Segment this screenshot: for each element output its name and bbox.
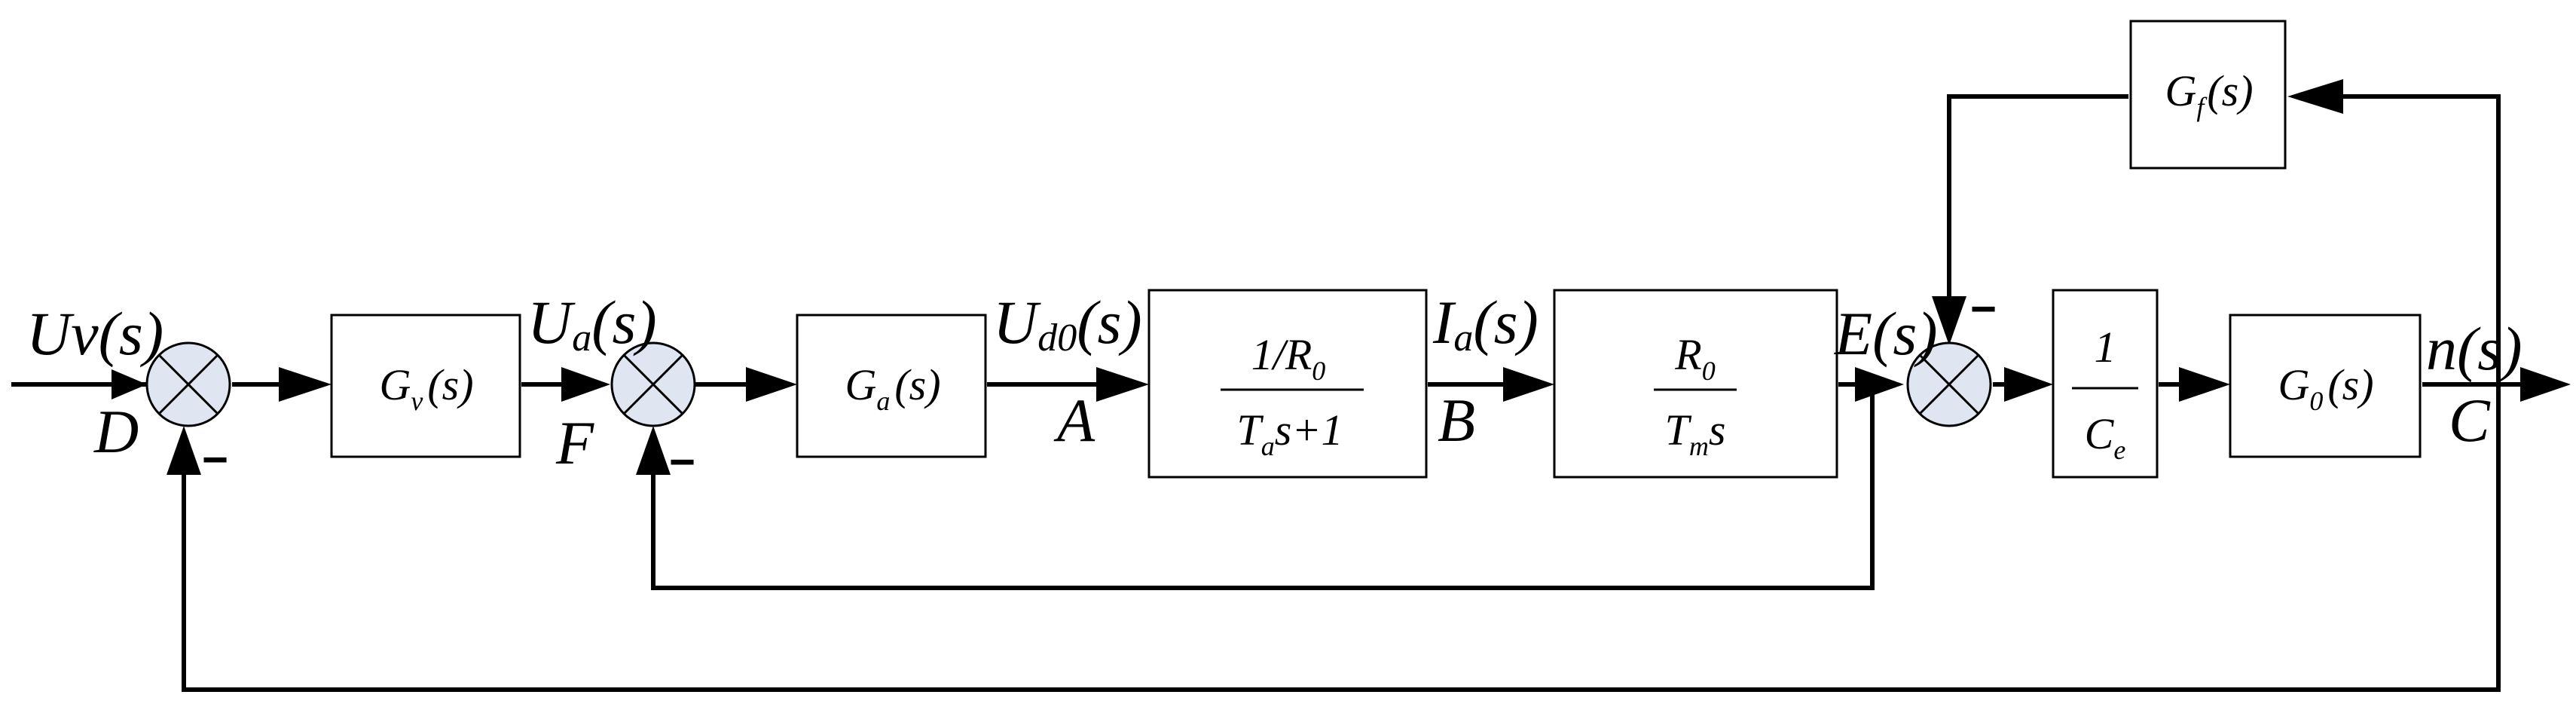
arrow-feedback-into-f <box>636 426 671 475</box>
arrow-into-motor <box>1503 367 1554 402</box>
block-g0: G0(s) <box>2229 314 2422 458</box>
signal-lines <box>11 94 2528 692</box>
signal-label-ia: Ia(s) <box>1432 288 1539 360</box>
gf-output-line <box>1947 94 2128 300</box>
arrow-output <box>2520 367 2571 402</box>
block-gf-label: Gf(s) <box>2165 66 2253 122</box>
node-label-f: F <box>555 409 594 477</box>
node-label-d: D <box>93 397 139 466</box>
block-ga: Ga(s) <box>796 314 987 458</box>
arrow-into-e <box>1855 367 1904 402</box>
arrow-into-gv <box>279 367 332 402</box>
signal-label-ua: Ua(s) <box>527 288 657 360</box>
block-motor-numerator: R0 <box>1674 330 1715 386</box>
summing-junction-e <box>1906 341 1992 427</box>
current-feedback-line <box>651 384 1875 590</box>
signal-label-ud0: Ud0(s) <box>993 288 1142 360</box>
arrow-into-gf <box>2287 79 2343 114</box>
arrowheads <box>112 79 2571 475</box>
minus-sign-e: − <box>1970 283 1997 334</box>
block-ce-denominator: Ce <box>2085 409 2126 465</box>
block-gf: Gf(s) <box>2129 20 2287 170</box>
block-gv-label: Gv(s) <box>379 360 473 416</box>
arrow-into-f <box>561 367 610 402</box>
signal-label-n: n(s) <box>2426 314 2523 383</box>
summing-junction-d <box>145 341 231 427</box>
arrow-feedback-into-d <box>167 426 201 475</box>
arrow-into-ce <box>2004 367 2053 402</box>
block-ce: 1 Ce <box>2052 289 2159 479</box>
block-gv: Gv(s) <box>330 314 521 458</box>
node-label-c: C <box>2449 386 2491 454</box>
summing-junction-f <box>610 341 696 427</box>
block-armature: 1/R0 Tas+1 <box>1147 289 1428 479</box>
gf-input-line <box>2343 94 2501 384</box>
signal-label-uv: Uv(s) <box>26 299 163 368</box>
block-g0-label: G0(s) <box>2278 360 2373 416</box>
block-armature-numerator: 1/R0 <box>1251 330 1326 386</box>
block-armature-denominator: Tas+1 <box>1237 405 1343 461</box>
arrow-gf-into-e <box>1932 296 1966 345</box>
arrow-into-d <box>112 369 147 399</box>
arrow-into-ga <box>746 367 797 402</box>
block-motor-denominator: Tms <box>1665 405 1726 461</box>
arrow-into-g0 <box>2179 367 2230 402</box>
arrow-into-armature <box>1096 367 1149 402</box>
minus-sign-f: − <box>669 436 695 487</box>
block-ce-numerator: 1 <box>2095 323 2116 372</box>
minus-sign-d: − <box>202 434 228 485</box>
node-label-b: B <box>1438 386 1475 454</box>
speed-feedback-line <box>182 384 2501 692</box>
block-ga-label: Ga(s) <box>845 360 940 416</box>
node-label-a: A <box>1053 386 1095 454</box>
block-motor: R0 Tms <box>1553 289 1838 479</box>
signal-label-e: E(s) <box>1834 299 1938 368</box>
